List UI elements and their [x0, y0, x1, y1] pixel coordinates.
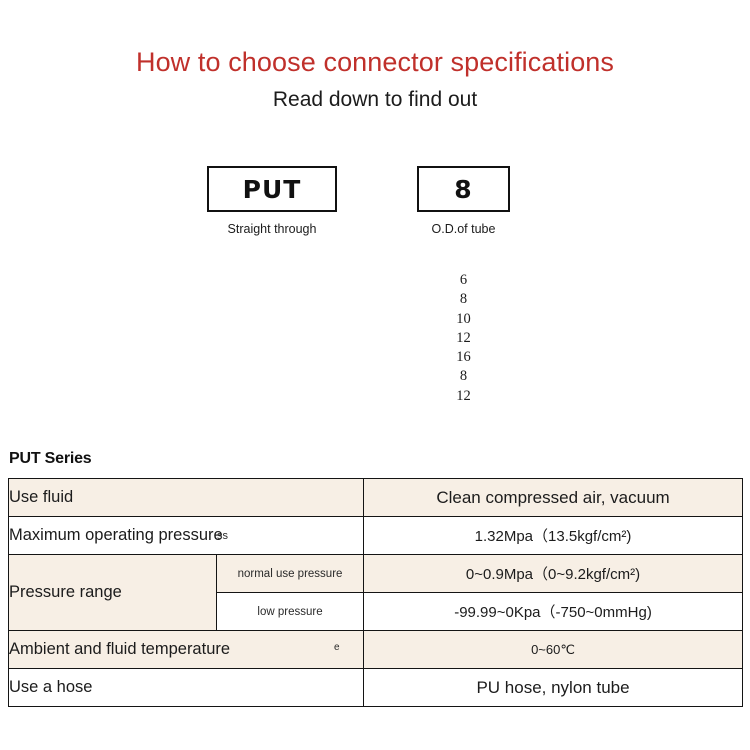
table-row: low pressure -99.99~0Kpa（-750~0mmHg) [9, 592, 744, 631]
spec-label-pressure-range: Pressure range [8, 554, 217, 631]
list-item: 10 [456, 310, 471, 327]
scan-artifact-glyph: e [334, 642, 340, 653]
spec-table: Use fluid Clean compressed air, vacuum M… [7, 478, 744, 707]
tube-size-code-text: 8 [454, 174, 473, 204]
table-row: Ambient and fluid temperature e 0~60℃ [7, 630, 744, 669]
spec-sublabel-normal-use-pressure: normal use pressure [215, 554, 365, 593]
series-code-caption: Straight through [227, 222, 317, 236]
list-item: 8 [459, 368, 468, 385]
series-code-text: PUT [242, 174, 302, 204]
tube-size-code-caption: O.D.of tube [431, 222, 496, 236]
table-row: Pressure range normal use pressure 0~0.9… [8, 554, 744, 631]
spec-label-use-fluid: Use fluid [7, 478, 365, 517]
spec-value-use-a-hose: PU hose, nylon tube [363, 668, 744, 707]
list-item: 6 [459, 272, 468, 288]
spec-table-heading: PUT Series [9, 450, 92, 467]
list-item: 12 [456, 329, 471, 346]
list-item: 16 [456, 349, 471, 366]
spec-value-normal-use-pressure: 0~0.9Mpa（0~9.2kgf/cm²) [363, 554, 744, 593]
tube-size-code-box: 8 [417, 166, 510, 212]
series-code-box: PUT [207, 166, 337, 212]
list-item: 8 [459, 291, 468, 308]
spec-value-low-pressure: -99.99~0Kpa（-750~0mmHg) [363, 592, 744, 631]
table-row: Use fluid Clean compressed air, vacuum [7, 478, 744, 517]
table-row: Use a hose PU hose, nylon tube [7, 668, 744, 707]
tube-size-option-list: 6 8 10 12 16 8 12 [403, 271, 524, 406]
spec-value-max-operating-pressure: 1.32Mpa（13.5kgf/cm²) [363, 516, 744, 555]
page-subtitle: Read down to find out [272, 88, 478, 111]
spec-value-ambient-fluid-temperature: 0~60℃ [363, 630, 744, 669]
spec-label-ambient-fluid-temperature: Ambient and fluid temperature e [7, 630, 365, 669]
spec-label-text: Ambient and fluid temperature [9, 640, 231, 658]
spec-label-max-operating-pressure: Maximum operating pressure ss [7, 516, 365, 555]
page-title: How to choose connector specifications [135, 47, 615, 77]
table-row: Maximum operating pressure ss 1.32Mpa（13… [7, 516, 744, 555]
spec-label-text: Maximum operating pressure [9, 526, 223, 544]
spec-label-use-a-hose: Use a hose [7, 668, 365, 707]
spec-sublabel-low-pressure: low pressure [215, 592, 365, 631]
spec-value-use-fluid: Clean compressed air, vacuum [363, 478, 744, 517]
list-item: 12 [456, 387, 471, 404]
